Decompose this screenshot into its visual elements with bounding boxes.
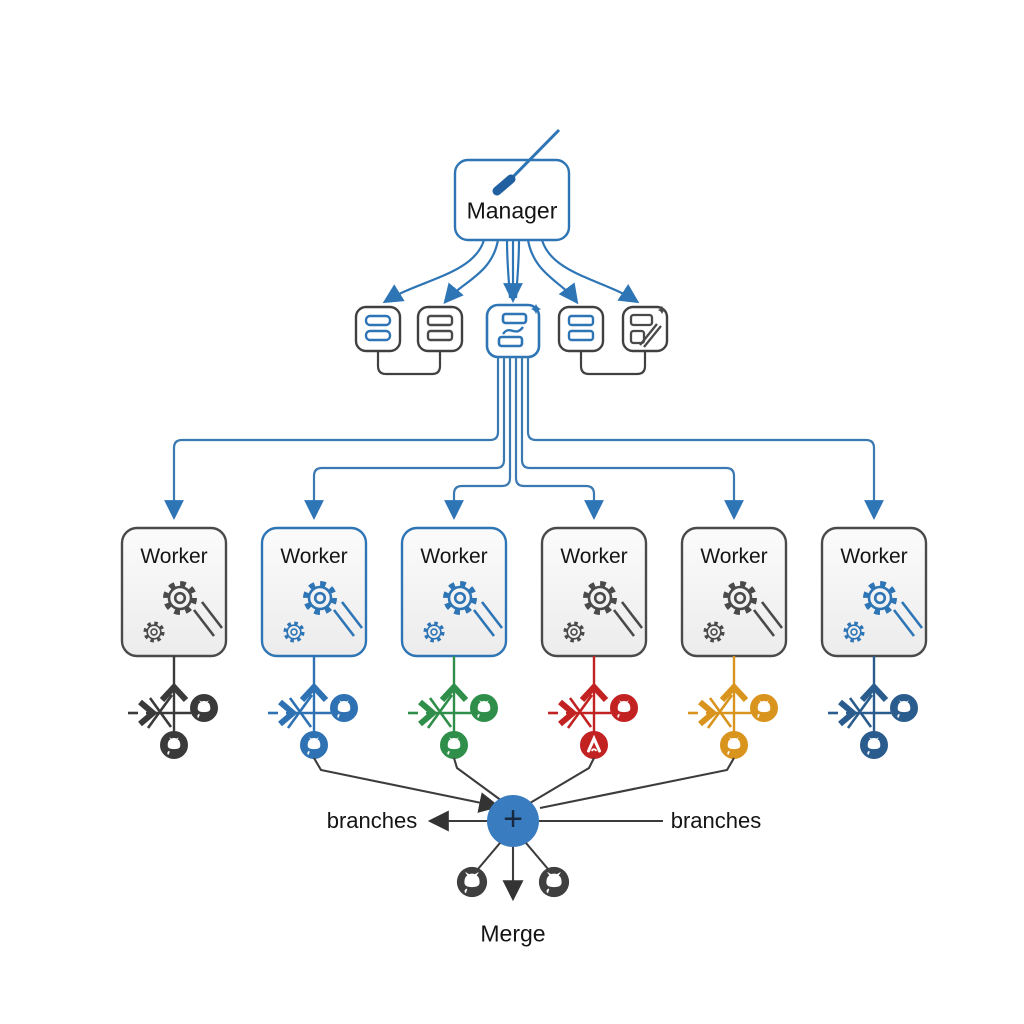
task-pair-brackets (376, 351, 647, 376)
octocat-icon (889, 693, 919, 723)
octocat-icon (159, 730, 189, 760)
worker-boxes (120, 526, 928, 658)
worker-label: Worker (140, 545, 208, 568)
worker-label: Worker (420, 545, 488, 568)
octocat-icon (537, 865, 571, 899)
branches-right-label: branches (670, 808, 762, 833)
octocat-icon (299, 730, 329, 760)
plus-node-circle (487, 795, 539, 847)
octocat-icon (189, 693, 219, 723)
git-branch-icon (828, 656, 919, 760)
gears-icon (283, 584, 364, 643)
doc-edit-icon (621, 305, 669, 353)
git-branch-icon (688, 656, 779, 760)
plus-icon: + (503, 800, 523, 838)
octocat-icon (455, 865, 489, 899)
merge-node (427, 795, 663, 902)
task-list-icon (557, 305, 605, 353)
gears-icon (423, 584, 504, 643)
git-branch-icon (408, 656, 499, 760)
ai-shuffle-task-icon (485, 303, 542, 359)
gears-icon (563, 584, 644, 643)
manager-fanout-arrows (382, 239, 640, 305)
worker-label: Worker (700, 545, 768, 568)
worker-label: Worker (280, 545, 348, 568)
git-branch-icon (268, 656, 359, 760)
octocat-icon (609, 693, 639, 723)
gears-icon (703, 584, 784, 643)
octocat-icon (859, 730, 889, 760)
octocat-icon (439, 730, 469, 760)
flame-icon (579, 730, 609, 760)
octocat-icon (719, 730, 749, 760)
merge-label: Merge (480, 920, 546, 947)
git-branch-icon (548, 656, 639, 760)
manager-label: Manager (466, 197, 558, 224)
task-list-icon (416, 305, 464, 353)
gears-icon (143, 584, 224, 643)
octocat-icon (329, 693, 359, 723)
gears-icon (843, 584, 924, 643)
manager-node (453, 128, 571, 242)
pen-icon (492, 128, 561, 196)
worker-label: Worker (840, 545, 908, 568)
task-list-icon (354, 305, 402, 353)
branches-left-label: branches (326, 808, 418, 833)
git-branch-icon (128, 656, 219, 760)
worker-label: Worker (560, 545, 628, 568)
octocat-icon (749, 693, 779, 723)
branch-convergence-lines (313, 757, 735, 813)
octocat-icon (469, 693, 499, 723)
dispatch-strands (164, 357, 884, 520)
merge-node-links (427, 810, 663, 902)
